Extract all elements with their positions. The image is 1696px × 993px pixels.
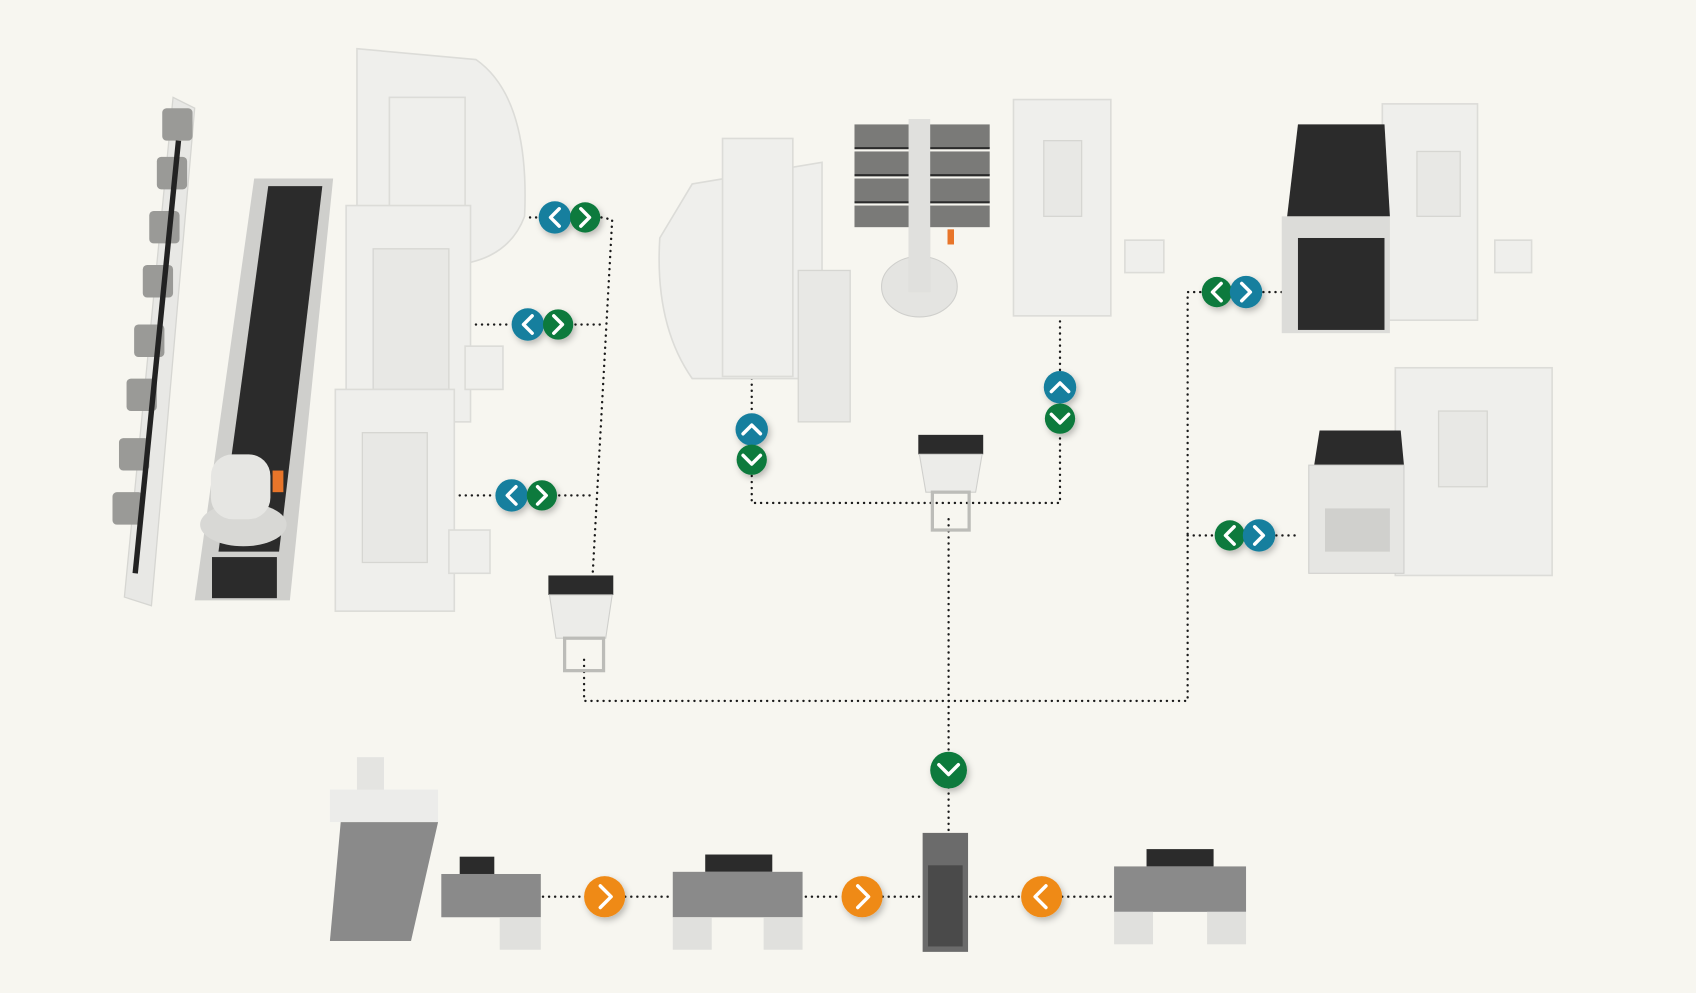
connector-main-down [930,751,967,789]
connector-bottom-3 [1021,876,1063,918]
chevron-right-icon [841,876,883,918]
mobile-robot-center [918,434,984,532]
chevron-left-icon [1214,520,1245,551]
chevron-left-icon [511,308,545,341]
chevron-left-icon [1021,876,1063,918]
bottom-workstations [329,757,1247,952]
connector-bottom-2 [841,876,883,918]
chevron-left-icon [1201,276,1232,308]
connector-bottom-1 [584,876,626,918]
connector-center-right [1043,371,1077,434]
sample-rack [112,96,196,607]
chevron-down-icon [930,751,967,789]
connection-lines [458,216,1302,898]
chevron-down-icon [1044,403,1076,434]
connector-right-bottom [1214,519,1276,552]
chevron-left-icon [495,479,528,512]
chevron-right-icon [570,202,601,233]
left-instruments [334,47,526,612]
center-instruments [658,98,1165,423]
chevron-right-icon [1242,519,1276,552]
chevron-left-icon [538,201,572,234]
chevron-down-icon [736,444,767,475]
connector-right-top [1201,275,1263,309]
chevron-right-icon [1229,275,1263,309]
chevron-up-icon [735,413,768,446]
chevron-right-icon [584,876,626,918]
chevron-right-icon [526,480,558,511]
connector-left-middle [511,308,574,341]
right-instruments [1281,103,1553,577]
connector-left-bottom [495,479,558,512]
conveyor-robot [194,178,334,601]
chevron-right-icon [542,309,574,340]
mobile-robot-left [548,575,614,673]
connector-center-left [735,413,768,475]
chevron-up-icon [1043,371,1077,404]
connector-left-top [538,201,601,234]
